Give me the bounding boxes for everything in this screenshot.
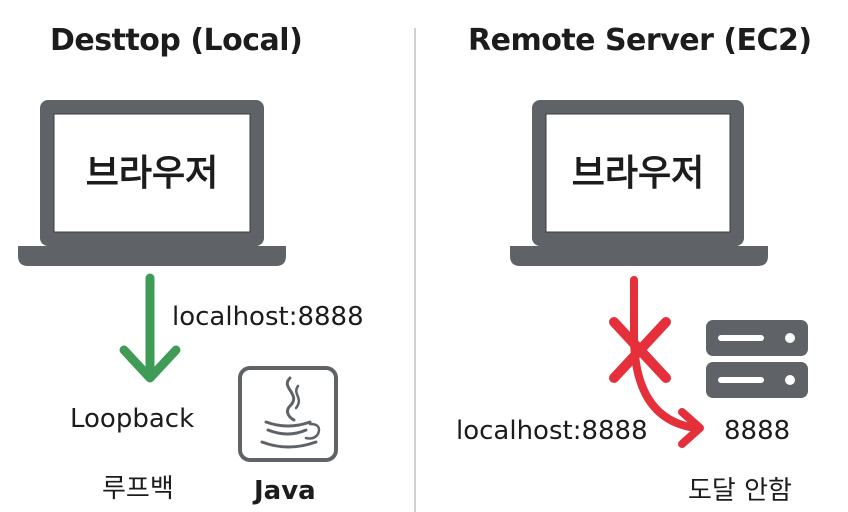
left-laptop-icon: [18, 100, 286, 266]
left-panel-title: Desttop (Local): [50, 23, 303, 58]
right-panel-title: Remote Server (EC2): [468, 23, 812, 58]
java-label: Java: [254, 476, 316, 506]
unreachable-label: 도달 안함: [688, 476, 792, 506]
left-arrow-label: localhost:8888: [172, 302, 364, 332]
java-coffee-cup-icon: [238, 366, 338, 462]
left-laptop-screen-text: 브라우저: [85, 153, 219, 194]
down-arrow-icon: [119, 273, 181, 383]
loopback-label: Loopback: [70, 404, 195, 434]
right-arrow-label: localhost:8888: [456, 416, 648, 446]
right-laptop-icon: [510, 100, 768, 266]
server-rack-icon: [706, 320, 808, 398]
x-mark-icon: [609, 317, 671, 383]
loopback-korean-label: 루프백: [102, 474, 174, 504]
server-port-label: 8888: [724, 416, 791, 446]
right-laptop-screen-text: 브라우저: [571, 153, 705, 194]
